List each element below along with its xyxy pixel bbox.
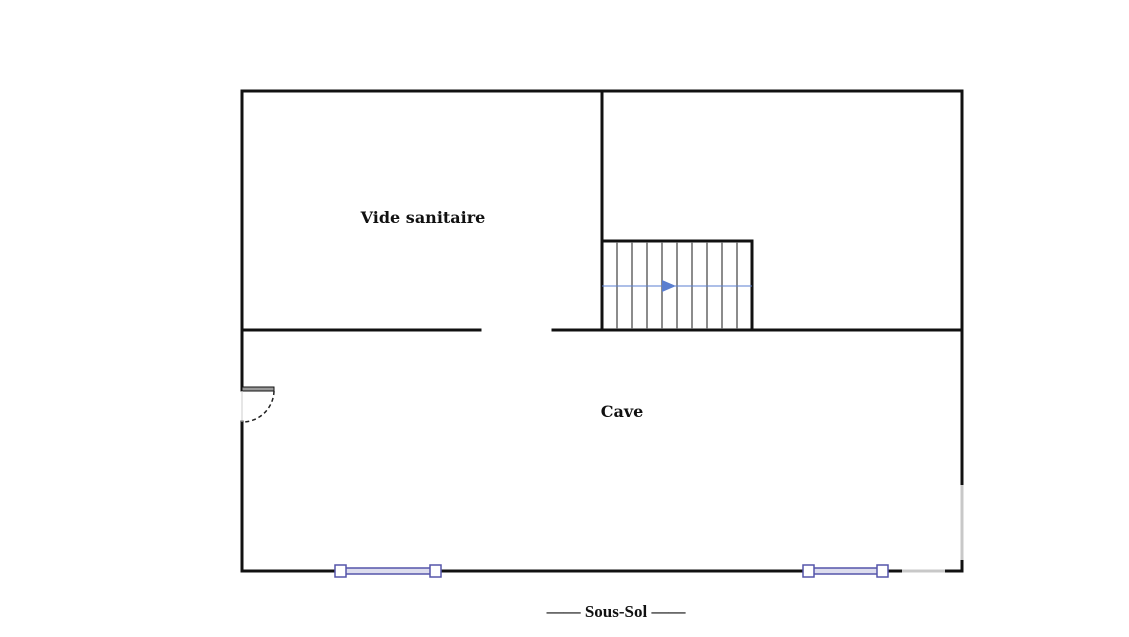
plan-caption: —— Sous-Sol —— (547, 602, 686, 622)
caption-text: Sous-Sol (584, 602, 648, 621)
window-right (802, 564, 889, 578)
stairs (600, 239, 754, 332)
caption-dash-right: —— (651, 602, 686, 621)
stair-arrow-icon (662, 280, 676, 292)
door (241, 386, 275, 423)
door-swing-arc (243, 390, 275, 423)
room-label-vide-sanitaire: Vide sanitaire (360, 208, 486, 227)
room-label-cave: Cave (600, 402, 644, 421)
windows (334, 564, 889, 578)
faded-walls (902, 485, 964, 573)
caption-dash-left: —— (546, 602, 581, 621)
window-left (334, 564, 442, 578)
